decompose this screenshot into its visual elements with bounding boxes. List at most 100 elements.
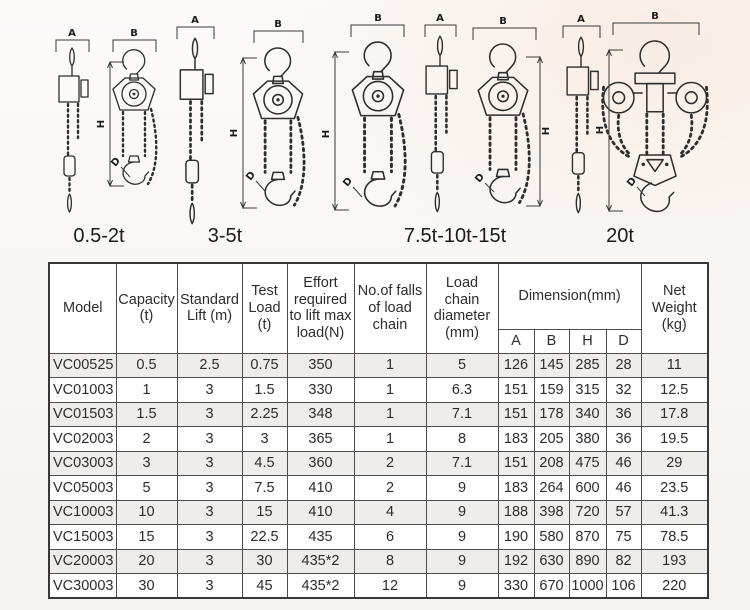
model-cell: VC02003 [48, 426, 117, 452]
value-cell: 7.1 [425, 450, 499, 476]
value-cell: 8 [425, 426, 499, 452]
dim-h-label: H [229, 129, 240, 137]
value-cell: 870 [568, 524, 607, 550]
value-cell: 340 [568, 401, 607, 427]
header-row-dimensions: A B H D [49, 328, 708, 354]
value-cell: 3 [176, 450, 243, 476]
value-cell: 178 [533, 401, 570, 427]
hoist-diagrams: A B H D A B H D B H D A [55, 11, 709, 247]
value-cell: 11 [640, 352, 709, 378]
col-header-dimension: Dimension(mm) [497, 262, 642, 330]
value-cell: 330 [286, 377, 355, 403]
value-cell: 3 [176, 548, 243, 574]
value-cell: 4.5 [241, 450, 288, 476]
value-cell: 78.5 [640, 524, 709, 550]
dim-a-label: A [577, 14, 585, 25]
value-cell: 208 [533, 450, 570, 476]
value-cell: 12.5 [640, 377, 709, 403]
model-cell: VC01503 [48, 401, 117, 427]
value-cell: 580 [533, 524, 570, 550]
value-cell: 380 [568, 426, 607, 452]
value-cell: 45 [241, 573, 288, 599]
value-cell: 9 [425, 548, 499, 574]
value-cell: 315 [568, 377, 607, 403]
value-cell: 188 [497, 499, 535, 525]
value-cell: 32 [605, 377, 642, 403]
value-cell: 183 [497, 426, 535, 452]
value-cell: 159 [533, 377, 570, 403]
dim-b-label: B [374, 13, 382, 24]
header-row-main: Model Capacity (t) Standard Lift (m) Tes… [48, 262, 709, 354]
value-cell: 30 [115, 573, 178, 599]
value-cell: 22.5 [241, 524, 288, 550]
hoist-side-view-75-15t: A [424, 13, 459, 213]
value-cell: 1 [115, 377, 178, 403]
value-cell: 3 [115, 450, 178, 476]
value-cell: 28 [605, 352, 642, 378]
subcol-header-d: D [605, 328, 642, 354]
value-cell: 670 [533, 573, 570, 599]
col-header-net-weight: Net Weight (kg) [640, 262, 709, 354]
value-cell: 190 [497, 524, 535, 550]
value-cell: 30 [241, 548, 288, 574]
model-cell: VC00525 [48, 352, 117, 378]
hoist-front-view-75-15t: B H D [321, 13, 407, 212]
dim-b-label: B [130, 28, 138, 39]
value-cell: 264 [533, 475, 570, 501]
value-cell: 890 [568, 548, 607, 574]
dim-a-label: A [68, 28, 76, 39]
value-cell: 36 [605, 401, 642, 427]
value-cell: 2.5 [176, 352, 243, 378]
col-header-model: Model [48, 262, 117, 354]
value-cell: 183 [497, 475, 535, 501]
value-cell: 57 [605, 499, 642, 525]
value-cell: 1 [353, 426, 427, 452]
hoist-side-view-20t: A [562, 14, 601, 214]
model-cell: VC05003 [48, 475, 117, 501]
value-cell: 3 [176, 401, 243, 427]
value-cell: 365 [286, 426, 355, 452]
value-cell: 36 [605, 426, 642, 452]
value-cell: 410 [286, 475, 355, 501]
model-cell: VC20003 [48, 548, 117, 574]
model-cell: VC15003 [48, 524, 117, 550]
value-cell: 29 [640, 450, 709, 476]
subcol-header-b: B [533, 328, 570, 354]
value-cell: 2 [353, 475, 427, 501]
value-cell: 46 [605, 475, 642, 501]
value-cell: 106 [605, 573, 642, 599]
col-header-capacity: Capacity (t) [115, 262, 178, 354]
value-cell: 2.25 [241, 401, 288, 427]
value-cell: 1.5 [115, 401, 178, 427]
model-cell: VC10003 [48, 499, 117, 525]
model-cell: VC30003 [48, 573, 117, 599]
value-cell: 435*2 [286, 548, 355, 574]
value-cell: 360 [286, 450, 355, 476]
value-cell: 151 [497, 401, 535, 427]
value-cell: 145 [533, 352, 570, 378]
value-cell: 17.8 [640, 401, 709, 427]
value-cell: 15 [115, 524, 178, 550]
value-cell: 46 [605, 450, 642, 476]
value-cell: 3 [241, 426, 288, 452]
hoist-front-view-3-5t: B H D [229, 19, 306, 210]
value-cell: 3 [176, 377, 243, 403]
value-cell: 630 [533, 548, 570, 574]
value-cell: 6 [353, 524, 427, 550]
capacity-group-label-75-15t: 7.5t-10t-15t [404, 225, 507, 247]
dim-h-label: H [96, 120, 107, 128]
value-cell: 0.5 [115, 352, 178, 378]
value-cell: 5 [425, 352, 499, 378]
value-cell: 1 [353, 401, 427, 427]
value-cell: 126 [497, 352, 535, 378]
value-cell: 9 [425, 524, 499, 550]
hoist-front-view-05-2t: B H D [96, 28, 158, 188]
value-cell: 192 [497, 548, 535, 574]
value-cell: 285 [568, 352, 607, 378]
